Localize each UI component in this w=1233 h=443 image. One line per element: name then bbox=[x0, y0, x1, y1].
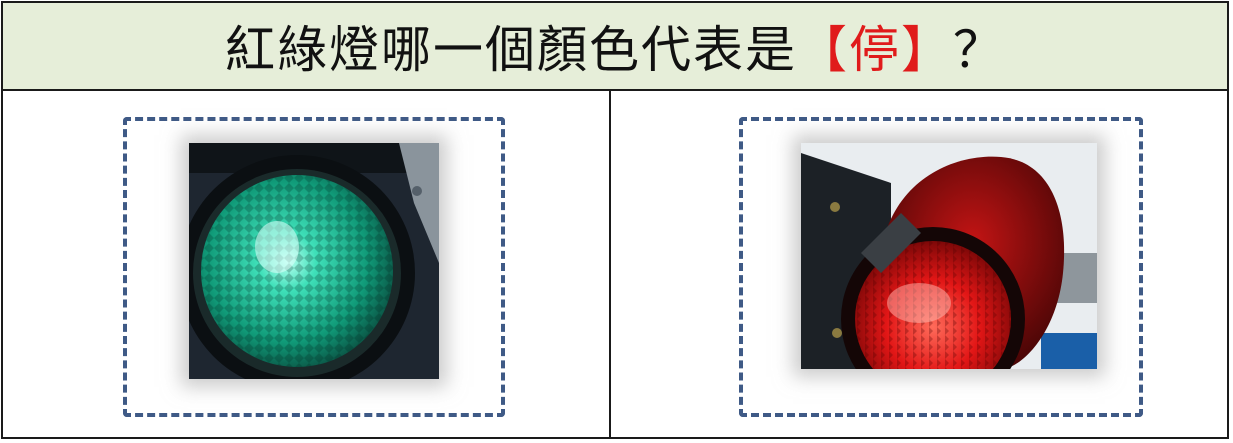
question-suffix: ？ bbox=[953, 21, 1005, 79]
question-text: 紅綠燈哪一個顏色代表是【停】？ bbox=[225, 10, 1005, 82]
green-traffic-light-icon[interactable] bbox=[189, 143, 439, 379]
red-traffic-light-icon[interactable] bbox=[801, 143, 1097, 369]
answer-box-green[interactable] bbox=[123, 117, 505, 417]
question-header: 紅綠燈哪一個顏色代表是【停】？ bbox=[3, 3, 1227, 91]
option-red[interactable] bbox=[611, 91, 1216, 439]
question-prefix: 紅綠燈哪一個顏色代表是 bbox=[225, 21, 797, 79]
question-keyword: 【停】 bbox=[797, 21, 953, 79]
option-green[interactable] bbox=[3, 91, 608, 439]
answer-box-red[interactable] bbox=[739, 117, 1143, 417]
column-divider bbox=[609, 91, 611, 439]
